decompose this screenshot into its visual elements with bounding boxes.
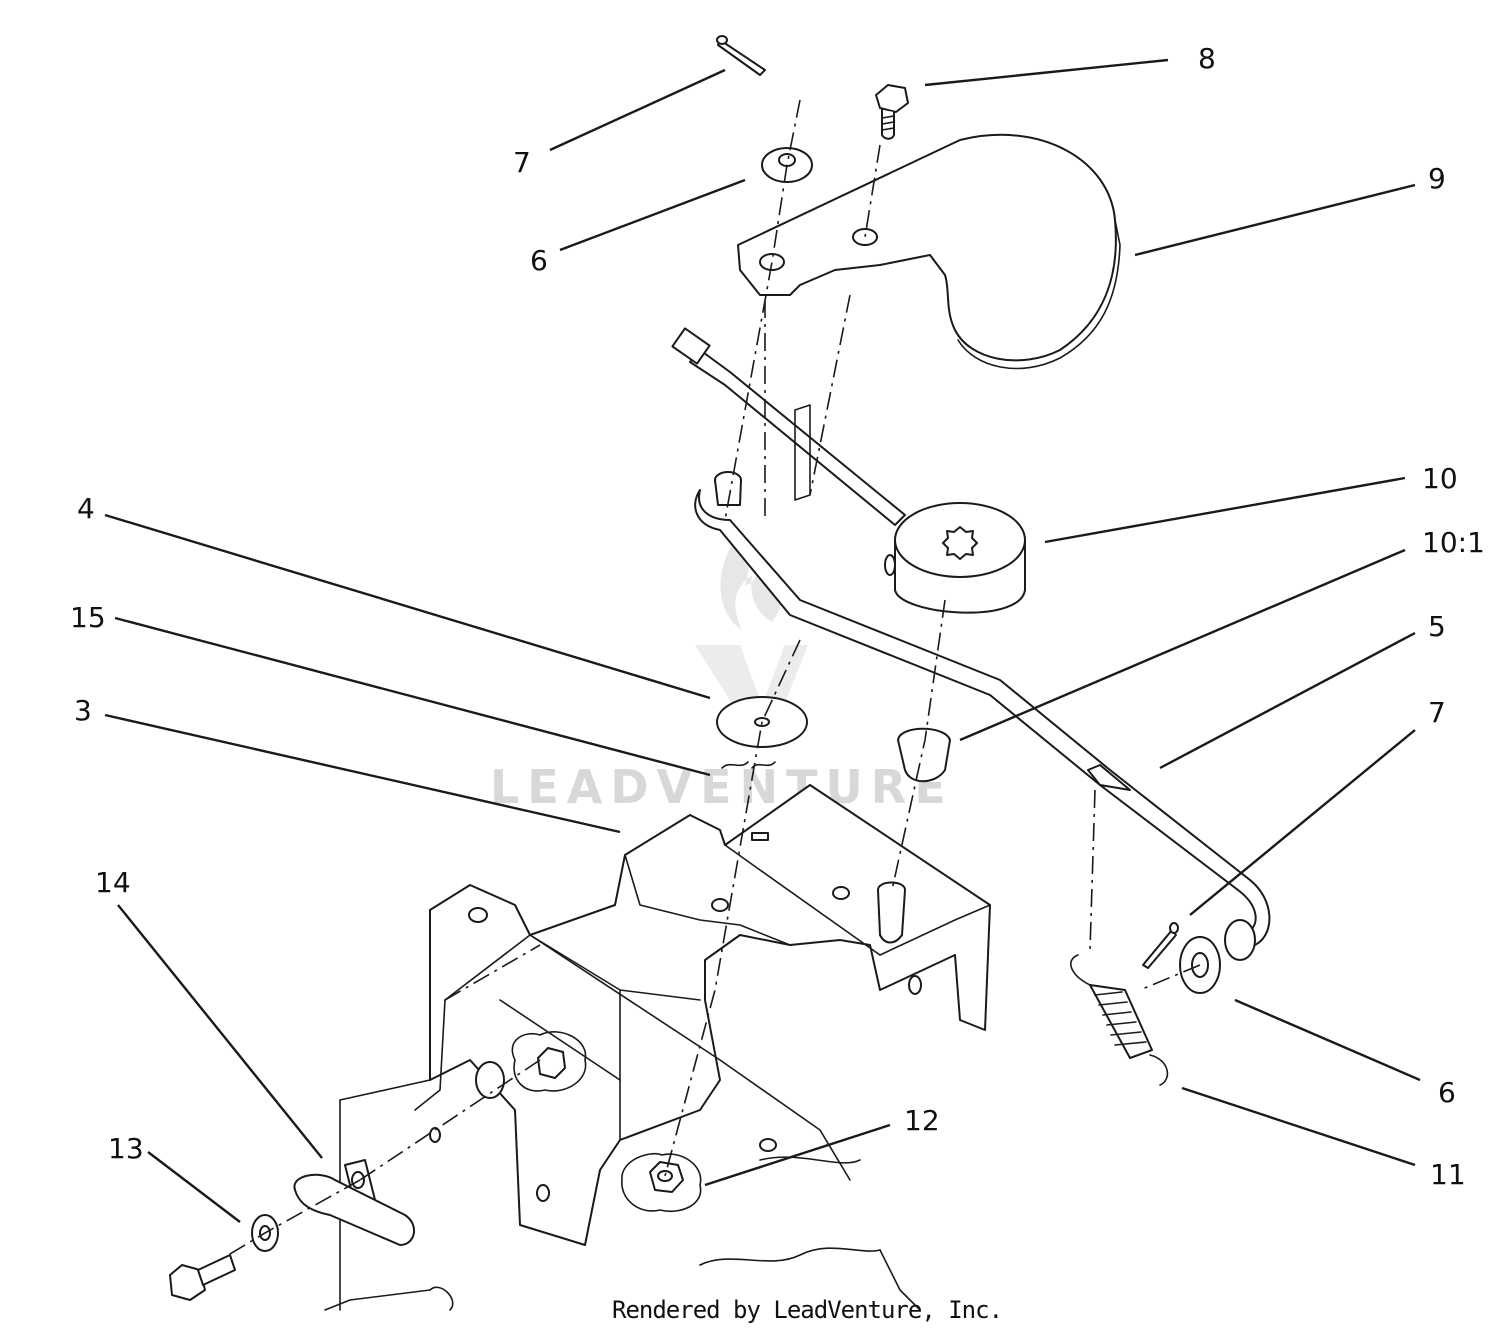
callout-10-1: 10:1 xyxy=(1422,526,1485,559)
mounting-bracket-frame xyxy=(414,784,991,1246)
callout-11: 11 xyxy=(1430,1158,1466,1191)
assembly-guide-lines xyxy=(219,99,1201,1261)
callout-13: 13 xyxy=(108,1132,144,1165)
part-15-spacer xyxy=(721,761,776,841)
watermark-text: LEADVENTURE xyxy=(490,760,954,814)
part-11-spring xyxy=(1070,954,1169,1086)
part-10-1-bumper xyxy=(877,727,951,944)
callout-5: 5 xyxy=(1428,610,1446,643)
callout-4: 4 xyxy=(77,492,95,525)
part-7-cotter-pin-top xyxy=(716,35,766,76)
callout-7-top: 7 xyxy=(513,146,531,179)
callout-10: 10 xyxy=(1422,462,1458,495)
part-7-cotter-pin-right xyxy=(1142,922,1179,969)
callout-12: 12 xyxy=(904,1104,940,1137)
callout-15: 15 xyxy=(70,601,106,634)
callout-labels: 7 8 6 9 10 10:1 4 15 5 3 7 14 12 6 13 11 xyxy=(70,42,1485,1191)
callout-6-right: 6 xyxy=(1438,1076,1456,1109)
leader-lines xyxy=(104,58,1421,1223)
callout-8: 8 xyxy=(1198,42,1216,75)
callout-6-top: 6 xyxy=(530,244,548,277)
part-12-nut xyxy=(511,1031,702,1212)
part-9-cam-plate xyxy=(737,133,1121,370)
callout-7-right: 7 xyxy=(1428,696,1446,729)
callout-3: 3 xyxy=(74,694,92,727)
callout-9: 9 xyxy=(1428,162,1446,195)
part-14-clamp xyxy=(293,1159,415,1246)
part-5-shaft-lever xyxy=(671,327,1271,961)
part-8-bolt xyxy=(875,84,909,140)
render-credit: Rendered by LeadVenture, Inc. xyxy=(612,1296,1003,1324)
callout-14: 14 xyxy=(95,866,131,899)
part-10-hub xyxy=(884,502,1026,614)
